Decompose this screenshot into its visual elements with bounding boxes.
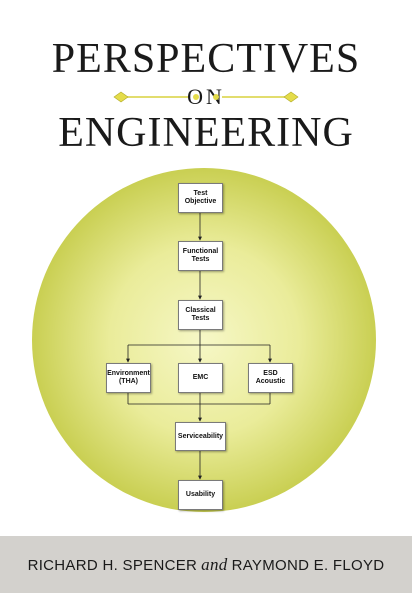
author-spencer: RICHARD H. SPENCER bbox=[27, 557, 198, 574]
step-serviceability: Serviceability bbox=[175, 422, 226, 451]
step-functional-tests: Functional Tests bbox=[178, 241, 223, 271]
step-classical-tests: Classical Tests bbox=[178, 300, 223, 330]
flow-connectors bbox=[126, 213, 272, 480]
ornament-right-icon bbox=[213, 91, 299, 103]
step-usability: Usability bbox=[178, 480, 223, 510]
author-band bbox=[0, 536, 412, 593]
step-emc: EMC bbox=[178, 363, 223, 393]
step-test-objective: Test Objective bbox=[178, 183, 223, 213]
ornament-left-icon bbox=[113, 91, 199, 103]
background-circle bbox=[32, 168, 376, 512]
step-esd-acoustic: ESD Acoustic bbox=[248, 363, 293, 393]
title-engineering: ENGINEERING bbox=[58, 110, 354, 156]
title-perspectives: PERSPECTIVES bbox=[51, 36, 361, 82]
step-environment-tha: Environment (THA) bbox=[106, 363, 151, 393]
author-floyd: RAYMOND E. FLOYD bbox=[231, 557, 385, 574]
author-conjunction: and bbox=[201, 555, 228, 574]
